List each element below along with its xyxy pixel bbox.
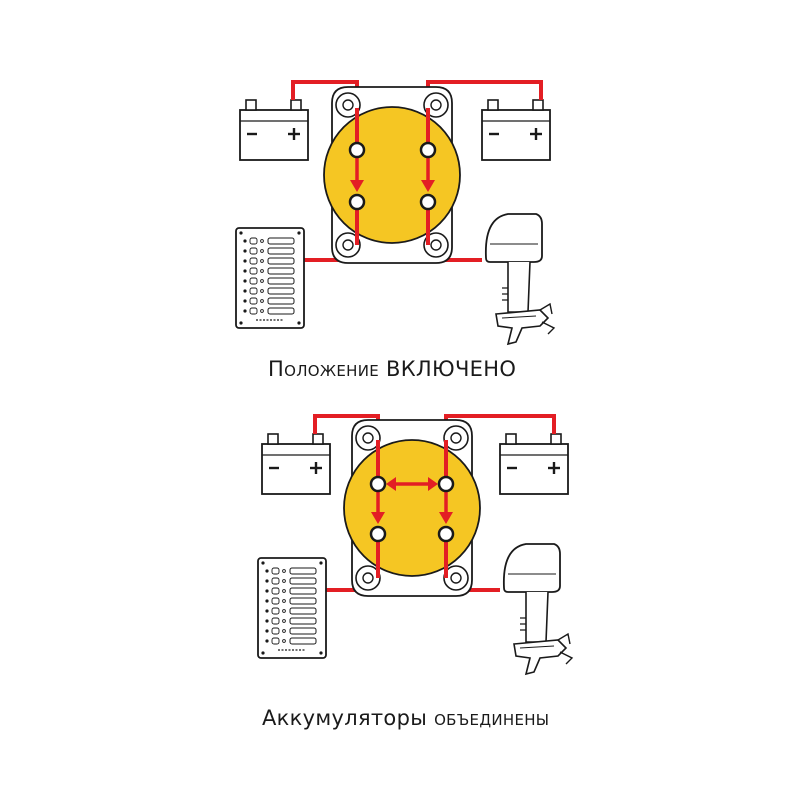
battery-icon: [238, 98, 310, 162]
caption-emphasis: ВКЛЮЧЕНО: [385, 357, 517, 381]
battery-icon: [480, 98, 552, 162]
on-position-diagram: [235, 80, 555, 345]
battery-switch-icon: [343, 419, 481, 597]
combined-position-diagram: [257, 414, 573, 675]
current-arrow-icon: [386, 477, 438, 491]
caption-on-position: Положение ВКЛЮЧЕНО: [268, 357, 516, 381]
caption-lead: Положение: [268, 357, 386, 381]
caption-lead: Аккумуляторы: [262, 706, 435, 730]
caption-rest: объединены: [434, 706, 550, 730]
caption-combined: Аккумуляторы объединены: [262, 706, 549, 730]
fuse-panel-icon: [235, 227, 305, 329]
battery-icon: [498, 432, 570, 496]
terminal-icon: [369, 475, 455, 543]
outboard-motor-icon: [484, 213, 555, 345]
fuse-panel-icon: [257, 557, 327, 659]
current-arrow-icon: [371, 492, 385, 524]
terminal-icon: [348, 141, 437, 211]
battery-icon: [260, 432, 332, 496]
current-arrow-icon: [421, 158, 435, 192]
outboard-motor-icon: [502, 543, 573, 675]
battery-switch-icon: [323, 86, 461, 264]
current-arrow-icon: [350, 158, 364, 192]
current-arrow-icon: [439, 492, 453, 524]
